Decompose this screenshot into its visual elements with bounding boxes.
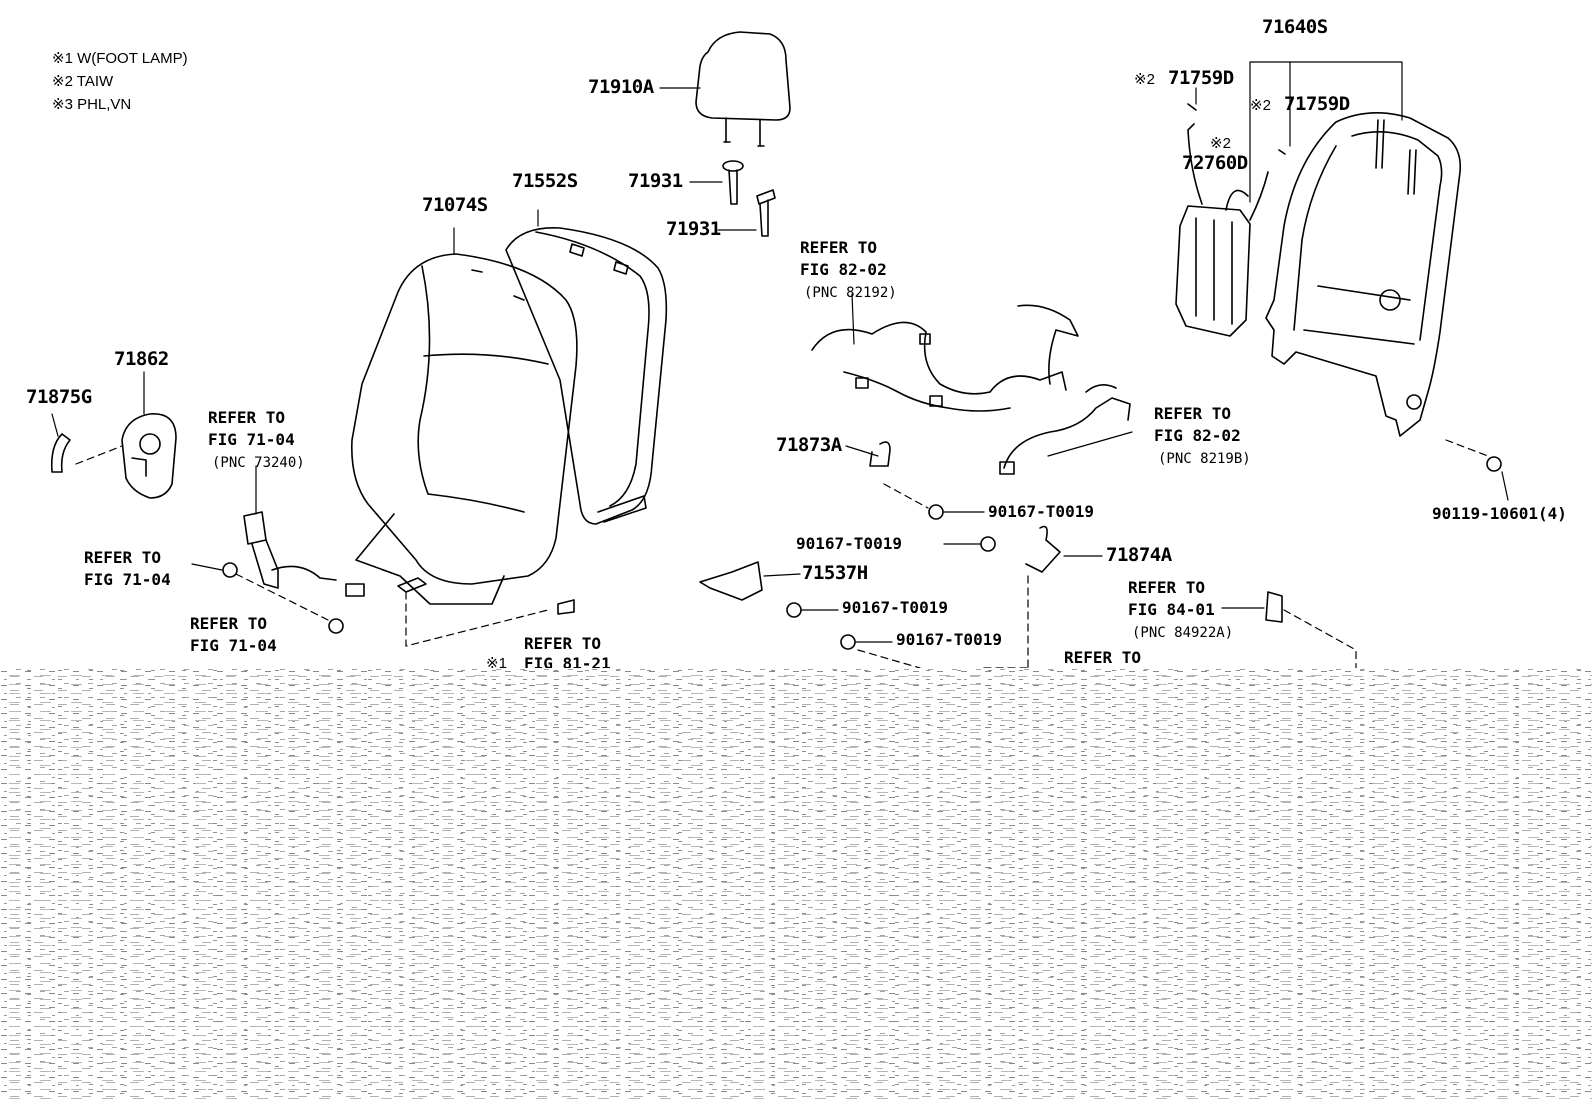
- refer-fig-84-01-pnc: (PNC 84922A): [1132, 625, 1234, 641]
- refer-fig-82-02-a-line1[interactable]: REFER TO: [800, 238, 878, 257]
- bracket-drawing: [557, 441, 1283, 623]
- wire-harness-b-drawing: [999, 384, 1131, 475]
- wire-harness-drawing: [811, 304, 1079, 412]
- part-71874A[interactable]: 71874A: [1106, 544, 1172, 566]
- mark-1: ※1: [486, 655, 507, 672]
- scan-noise-band: [0, 668, 1592, 1099]
- part-90167-T0019-b[interactable]: 90167-T0019: [796, 534, 902, 553]
- lumbar-support-drawing: [1175, 103, 1286, 337]
- part-71862[interactable]: 71862: [114, 348, 169, 370]
- refer-fig-84-01-line2[interactable]: FIG 84-01: [1128, 600, 1215, 619]
- part-71931-b[interactable]: 71931: [666, 218, 721, 240]
- seatback-rear-drawing: [505, 227, 668, 525]
- part-72760D[interactable]: 72760D: [1182, 152, 1248, 174]
- refer-fig-71-04-c-line1[interactable]: REFER TO: [190, 614, 268, 633]
- part-90167-T0019-d[interactable]: 90167-T0019: [896, 630, 1002, 649]
- mark-2-a: ※2: [1134, 71, 1155, 88]
- refer-fig-82-02-a-pnc: (PNC 82192): [804, 285, 897, 301]
- seat-frame-drawing: [1265, 112, 1462, 437]
- part-90167-T0019-a[interactable]: 90167-T0019: [988, 502, 1094, 521]
- refer-fig-71-04-a-line2[interactable]: FIG 71-04: [208, 430, 295, 449]
- part-71759D-b[interactable]: 71759D: [1284, 93, 1350, 115]
- refer-fig-81-21-line1[interactable]: REFER TO: [524, 634, 602, 653]
- part-71552S[interactable]: 71552S: [512, 170, 578, 192]
- mark-2-b: ※2: [1250, 97, 1271, 114]
- bolt-drawing: [786, 456, 1502, 650]
- headrest-support-drawing: [722, 160, 776, 237]
- part-71537H[interactable]: 71537H: [802, 562, 868, 584]
- headrest-drawing: [695, 31, 791, 147]
- part-71875G[interactable]: 71875G: [26, 386, 92, 408]
- diagram-artwork: [50, 31, 1509, 668]
- refer-fig-82-02-b-line2[interactable]: FIG 82-02: [1154, 426, 1241, 445]
- part-71910A[interactable]: 71910A: [588, 76, 654, 98]
- part-71931-a[interactable]: 71931: [628, 170, 683, 192]
- dashed-lines: [75, 439, 1489, 668]
- mark-2-c: ※2: [1210, 135, 1231, 152]
- note-3: ※3 PHL,VN: [52, 96, 132, 113]
- refer-fig-84-01-line1[interactable]: REFER TO: [1128, 578, 1206, 597]
- refer-cutoff-line1[interactable]: REFER TO: [1064, 648, 1142, 667]
- refer-fig-82-02-b-line1[interactable]: REFER TO: [1154, 404, 1232, 423]
- note-1: ※1 W(FOOT LAMP): [52, 50, 188, 67]
- refer-fig-71-04-a-line1[interactable]: REFER TO: [208, 408, 286, 427]
- refer-fig-71-04-c-line2[interactable]: FIG 71-04: [190, 636, 277, 655]
- side-cover-drawing: [50, 413, 177, 499]
- refer-fig-71-04-b-line2[interactable]: FIG 71-04: [84, 570, 171, 589]
- leader-lines: [51, 61, 1509, 643]
- part-71759D-a[interactable]: 71759D: [1168, 67, 1234, 89]
- part-90167-T0019-c[interactable]: 90167-T0019: [842, 598, 948, 617]
- refer-fig-71-04-a-pnc: (PNC 73240): [212, 455, 305, 471]
- note-2: ※2 TAIW: [52, 73, 114, 90]
- part-71640S[interactable]: 71640S: [1262, 16, 1328, 38]
- part-71873A[interactable]: 71873A: [776, 434, 842, 456]
- refer-fig-71-04-b-line1[interactable]: REFER TO: [84, 548, 162, 567]
- part-90119-10601[interactable]: 90119-10601(4): [1432, 504, 1567, 523]
- refer-fig-81-21-line2[interactable]: FIG 81-21: [524, 654, 611, 673]
- refer-fig-82-02-a-line2[interactable]: FIG 82-02: [800, 260, 887, 279]
- seatback-cover-drawing: [351, 253, 578, 605]
- refer-fig-82-02-b-pnc: (PNC 8219B): [1158, 451, 1251, 467]
- part-71074S[interactable]: 71074S: [422, 194, 488, 216]
